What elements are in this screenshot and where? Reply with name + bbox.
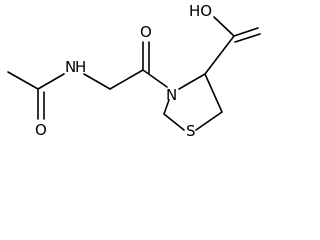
bond-carboxyl-oh	[213, 16, 235, 37]
bond-ch2-carbonyl	[109, 69, 144, 90]
glycyl-carbonyl-oxygen-label: O	[140, 23, 152, 41]
bond-methyl-acetyl	[7, 71, 39, 90]
amide-nitrogen-label: N	[65, 58, 76, 76]
bond-c4-carboxyl	[204, 35, 235, 75]
ring-sulfur-label: S	[186, 122, 196, 140]
bond-carboxyl-carbonyl-1	[233, 27, 259, 37]
ring-nitrogen-label: N	[166, 86, 177, 104]
bond-acetyl-nh	[37, 73, 65, 90]
bond-carbonyl-ring-n	[142, 69, 168, 88]
bond-ring-s-c2	[163, 113, 185, 131]
chemical-structure: HO O N H O N S	[7, 2, 261, 140]
bond-ring-n-c4	[178, 73, 206, 90]
carboxyl-label: HO	[189, 2, 212, 20]
acetyl-carbonyl-oxygen-label: O	[35, 121, 47, 139]
amide-hydrogen-label: H	[75, 58, 86, 76]
bond-nh-ch2	[83, 73, 111, 90]
bond-ring-c4-c5	[204, 73, 223, 113]
bond-carboxyl-carbonyl-2	[234, 33, 261, 43]
bond-ring-c2-n	[163, 99, 170, 115]
bond-ring-c5-s	[195, 111, 223, 131]
